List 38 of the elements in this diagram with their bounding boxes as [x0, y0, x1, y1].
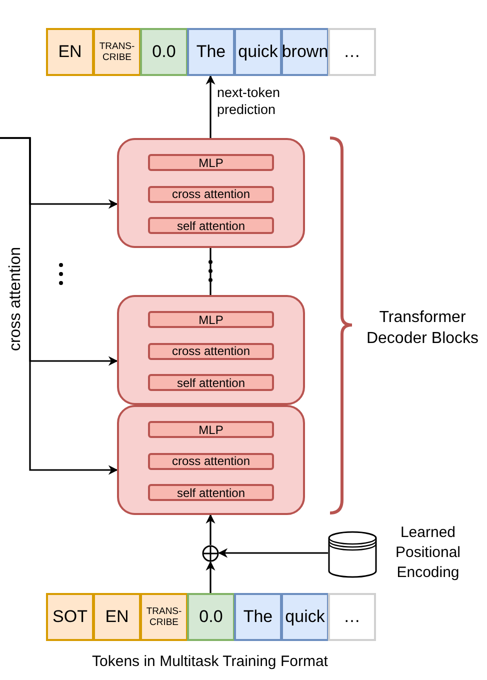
layer-box: self attention [148, 374, 274, 391]
layer-box: self attention [148, 484, 274, 501]
token-box: quick [281, 593, 329, 641]
layer-box: cross attention [148, 452, 274, 470]
caption: Tokens in Multitask Training Format [91, 653, 329, 670]
token-box: The [234, 593, 282, 641]
token-box: quick [234, 28, 282, 76]
layer-box: MLP [148, 421, 274, 438]
database-cylinder [328, 531, 377, 578]
token-box: … [328, 593, 376, 641]
token-box: 0.0 [140, 28, 188, 76]
token-box: 0.0 [187, 593, 235, 641]
token-box: The [187, 28, 235, 76]
token-box: SOT [46, 593, 94, 641]
arrow [206, 75, 216, 138]
token-box: TRANS- CRIBE [140, 593, 188, 641]
token-box: EN [93, 593, 141, 641]
decoder-block [117, 138, 305, 248]
arrow [218, 548, 328, 558]
arrow [0, 137, 118, 475]
layer-box: MLP [148, 154, 274, 171]
node-caption: Learned Positional Encoding [394, 523, 462, 583]
token-box: … [328, 28, 376, 76]
connector-line [210, 248, 212, 295]
arrow [206, 561, 216, 593]
brace-label: Transformer Decoder Blocks [365, 308, 480, 349]
edge-label: next-token prediction [217, 84, 282, 118]
decoder-block [117, 295, 305, 405]
layer-box: MLP [148, 311, 274, 328]
token-box: EN [46, 28, 94, 76]
sum-circle [202, 545, 219, 562]
token-box: brown [281, 28, 329, 76]
layer-box: cross attention [148, 342, 274, 360]
arrow [206, 514, 216, 545]
layer-box: self attention [148, 217, 274, 234]
token-box: TRANS- CRIBE [93, 28, 141, 76]
layer-box: cross attention [148, 186, 274, 202]
decoder-block [117, 405, 305, 515]
